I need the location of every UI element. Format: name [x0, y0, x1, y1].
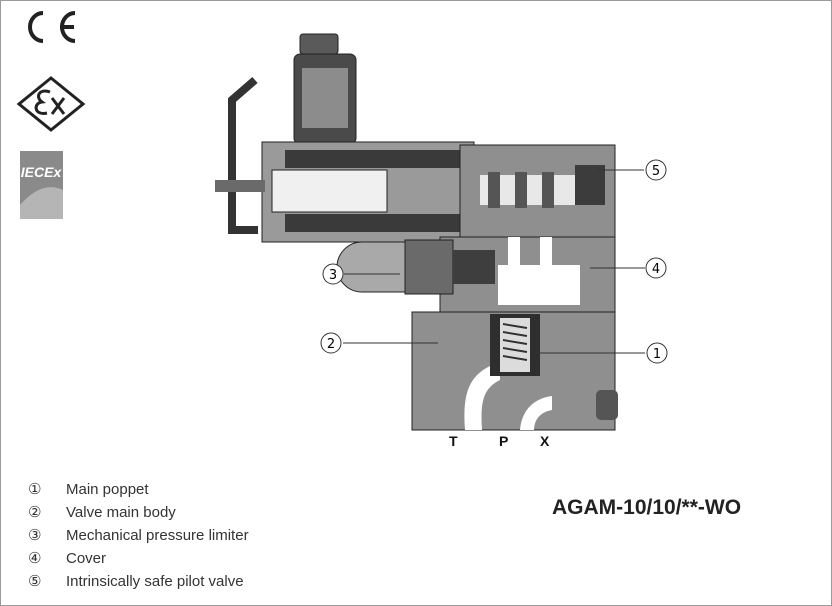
- legend-item: ④ Cover: [28, 547, 249, 570]
- legend-label: Intrinsically safe pilot valve: [66, 573, 244, 590]
- iecex-mark-logo: IECEx: [20, 151, 63, 219]
- legend-label: Main poppet: [66, 481, 149, 498]
- legend-number: ⑤: [28, 572, 42, 590]
- pressure-limiter: [336, 239, 495, 295]
- model-code: AGAM-10/10/**-WO: [552, 496, 742, 519]
- cover-block: [439, 236, 616, 313]
- legend-item: ⑤ Intrinsically safe pilot valve: [28, 570, 249, 593]
- callout-4-number: 4: [652, 262, 660, 277]
- svg-text:IECEx: IECEx: [21, 164, 63, 180]
- legend-number: ①: [28, 480, 42, 498]
- legend: ① Main poppet ② Valve main body ③ Mechan…: [28, 478, 249, 593]
- main-poppet: [490, 314, 540, 376]
- port-label-p: P: [499, 433, 509, 449]
- ce-mark-logo: [28, 11, 76, 43]
- callout-3-number: 3: [329, 268, 337, 283]
- callout-2: 2: [320, 332, 342, 354]
- callout-1-number: 1: [653, 347, 661, 362]
- legend-item: ② Valve main body: [28, 501, 249, 524]
- callout-5-number: 5: [652, 164, 660, 179]
- legend-item: ① Main poppet: [28, 478, 249, 501]
- callout-5: 5: [645, 159, 667, 181]
- ex-mark-logo: [16, 76, 86, 132]
- callout-4: 4: [645, 257, 667, 279]
- callout-1: 1: [646, 342, 668, 364]
- solenoid-coil: [215, 141, 475, 243]
- legend-number: ②: [28, 503, 42, 521]
- legend-number: ④: [28, 549, 42, 567]
- legend-label: Cover: [66, 550, 107, 567]
- connector-plug: [228, 33, 357, 234]
- leader-lines: [343, 169, 645, 354]
- legend-number: ③: [28, 526, 42, 544]
- port-label-t: T: [449, 433, 458, 449]
- pilot-valve-body: [459, 144, 616, 238]
- callout-2-number: 2: [327, 337, 335, 352]
- legend-label: Mechanical pressure limiter: [66, 527, 249, 544]
- legend-label: Valve main body: [66, 504, 176, 521]
- callout-3: 3: [322, 263, 344, 285]
- certification-marks: IECEx: [16, 11, 86, 219]
- port-label-x: X: [540, 433, 550, 449]
- legend-item: ③ Mechanical pressure limiter: [28, 524, 249, 547]
